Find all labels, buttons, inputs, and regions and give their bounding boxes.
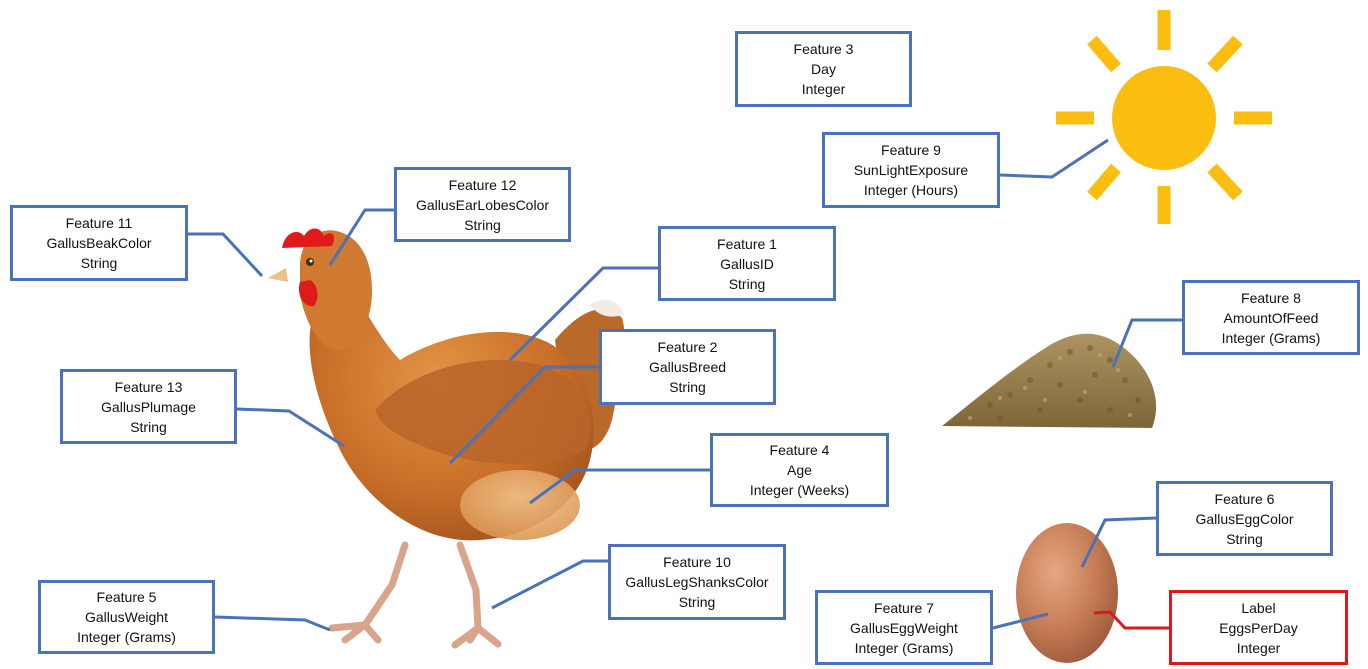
feature-title: Feature 2	[658, 337, 718, 357]
feature-type: Integer	[802, 79, 846, 99]
feature-title: Feature 6	[1215, 489, 1275, 509]
label-title: Label	[1241, 598, 1275, 618]
feature-name: GallusPlumage	[101, 397, 196, 417]
feature-type: Integer (Grams)	[77, 627, 176, 647]
feature-type: Integer (Grams)	[855, 638, 954, 658]
feature-title: Feature 3	[794, 39, 854, 59]
feature-name: Day	[811, 59, 836, 79]
feature-box-2: Feature 2 GallusBreed String	[599, 329, 776, 405]
feature-type: String	[464, 215, 501, 235]
feature-title: Feature 4	[770, 440, 830, 460]
feed-pile-image	[942, 334, 1156, 428]
feature-box-5: Feature 5 GallusWeight Integer (Grams)	[38, 580, 215, 654]
feature-title: Feature 10	[663, 552, 731, 572]
feature-box-1: Feature 1 GallusID String	[658, 226, 836, 301]
feature-name: GallusLegShanksColor	[625, 572, 768, 592]
feature-name: AmountOfFeed	[1224, 308, 1319, 328]
feature-name: GallusEggWeight	[850, 618, 958, 638]
feature-type: Integer (Weeks)	[750, 480, 849, 500]
feature-name: GallusBreed	[649, 357, 726, 377]
feature-box-3: Feature 3 Day Integer	[735, 31, 912, 107]
feature-type: String	[1226, 529, 1263, 549]
feature-box-6: Feature 6 GallusEggColor String	[1156, 481, 1333, 556]
feature-name: GallusBeakColor	[46, 233, 151, 253]
label-box: Label EggsPerDay Integer	[1169, 590, 1348, 665]
feature-name: GallusEarLobesColor	[416, 195, 549, 215]
feature-name: SunLightExposure	[854, 160, 968, 180]
feature-box-13: Feature 13 GallusPlumage String	[60, 369, 237, 444]
feature-name: Age	[787, 460, 812, 480]
feature-type: String	[81, 253, 118, 273]
feature-title: Feature 1	[717, 234, 777, 254]
feature-title: Feature 7	[874, 598, 934, 618]
sun-icon	[1056, 10, 1272, 224]
feature-type: String	[679, 592, 716, 612]
connector-f10	[492, 561, 608, 608]
feature-name: GallusWeight	[85, 607, 168, 627]
feature-box-12: Feature 12 GallusEarLobesColor String	[394, 167, 571, 242]
connector-f5	[215, 617, 330, 630]
label-type: Integer	[1237, 638, 1281, 658]
feature-title: Feature 11	[66, 213, 133, 233]
connector-f11	[188, 234, 262, 276]
feature-box-7: Feature 7 GallusEggWeight Integer (Grams…	[815, 590, 993, 665]
egg-image	[1016, 523, 1118, 663]
feature-box-4: Feature 4 Age Integer (Weeks)	[710, 433, 889, 507]
feature-title: Feature 9	[881, 140, 941, 160]
feature-name: GallusEggColor	[1195, 509, 1293, 529]
feature-title: Feature 12	[449, 175, 517, 195]
feature-box-9: Feature 9 SunLightExposure Integer (Hour…	[822, 132, 1000, 208]
feature-title: Feature 13	[115, 377, 183, 397]
feature-box-11: Feature 11 GallusBeakColor String	[10, 205, 188, 281]
feature-name: GallusID	[720, 254, 774, 274]
feature-type: Integer (Grams)	[1222, 328, 1321, 348]
feature-title: Feature 5	[97, 587, 157, 607]
feature-type: String	[729, 274, 766, 294]
feature-type: String	[130, 417, 167, 437]
feature-type: Integer (Hours)	[864, 180, 958, 200]
feature-box-8: Feature 8 AmountOfFeed Integer (Grams)	[1182, 280, 1360, 355]
feature-title: Feature 8	[1241, 288, 1301, 308]
hen-image	[268, 229, 625, 646]
label-name: EggsPerDay	[1219, 618, 1298, 638]
connector-f9	[1000, 140, 1108, 177]
feature-type: String	[669, 377, 706, 397]
feature-box-10: Feature 10 GallusLegShanksColor String	[608, 544, 786, 620]
